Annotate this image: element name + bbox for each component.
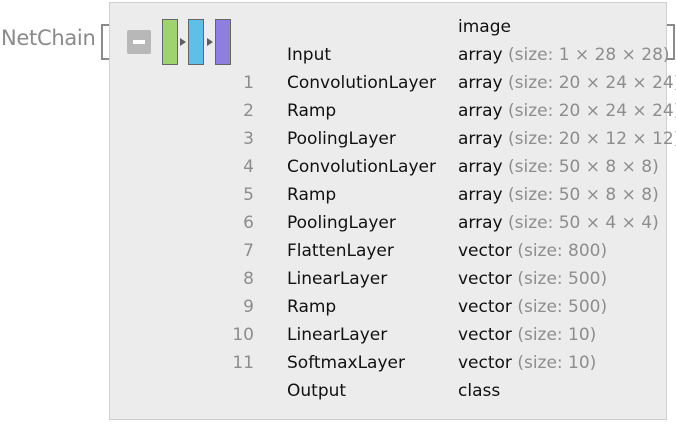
table-row: 9 Ramp vector (size: 500) [0,297,676,321]
layer-index: 2 [243,101,254,121]
header-type: image [458,17,511,37]
layer-output-size: (size: 20 × 12 × 12) [502,129,676,149]
summary-panel [109,2,667,420]
layer-index: 4 [243,157,254,177]
layer-name: Ramp [287,101,337,121]
table-row: 7 FlattenLayer vector (size: 800) [0,241,676,265]
table-row: Input array (size: 1 × 28 × 28) [0,45,676,69]
layer-output-type: array (size: 50 × 8 × 8) [458,185,659,205]
layer-name: ConvolutionLayer [287,73,436,93]
table-row: 3 PoolingLayer array (size: 20 × 12 × 12) [0,129,676,153]
layer-name: SoftmaxLayer [287,353,405,373]
layer-output-type: array (size: 20 × 24 × 24) [458,73,676,93]
layer-block-2[interactable] [188,19,204,65]
table-row: 1 ConvolutionLayer array (size: 20 × 24 × … [0,73,676,97]
layer-block-1[interactable] [162,19,178,65]
layer-output-type: vector (size: 10) [458,325,597,345]
layer-output-size: (size: 50 × 8 × 8) [502,185,659,205]
layer-name: LinearLayer [287,269,388,289]
layer-output-size: (size: 20 × 24 × 24) [502,101,676,121]
layer-output-size: (size: 50 × 4 × 4) [502,213,659,233]
table-row: 11 SoftmaxLayer vector (size: 10) [0,353,676,377]
layer-output-type: array (size: 1 × 28 × 28) [458,45,670,65]
layer-output-type: array (size: 20 × 24 × 24) [458,101,676,121]
table-row: 4 ConvolutionLayer array (size: 50 × 8 × 8… [0,157,676,181]
layer-name: Output [287,381,347,401]
layer-output-size: (size: 10) [511,325,597,345]
layer-index: 11 [232,353,254,373]
layer-output-type: array (size: 50 × 4 × 4) [458,213,659,233]
layer-output-type: vector (size: 10) [458,353,597,373]
minus-icon [133,40,145,44]
layer-output-size: (size: 50 × 8 × 8) [502,157,659,177]
layer-name: Ramp [287,297,337,317]
table-row: 8 LinearLayer vector (size: 500) [0,269,676,293]
collapse-button[interactable] [127,30,151,54]
arrow-icon [207,38,213,46]
layer-index: 9 [243,297,254,317]
layer-index: 6 [243,213,254,233]
layer-output-size: (size: 20 × 24 × 24) [502,73,676,93]
layer-output-type: array (size: 50 × 8 × 8) [458,157,659,177]
arrow-icon [180,38,186,46]
layer-name: LinearLayer [287,325,388,345]
layer-output-type: vector (size: 500) [458,269,608,289]
layer-output-type: class [458,381,501,401]
layer-output-size: (size: 800) [511,241,608,261]
layer-name: Ramp [287,185,337,205]
layer-name: PoolingLayer [287,129,396,149]
right-bracket [667,24,675,60]
layer-index: 5 [243,185,254,205]
layer-block-3[interactable] [215,19,231,65]
layer-index: 7 [243,241,254,261]
header-row: image [0,17,676,41]
table-row: 6 PoolingLayer array (size: 50 × 4 × 4) [0,213,676,237]
layer-output-type: vector (size: 500) [458,297,608,317]
layer-output-type: array (size: 20 × 12 × 12) [458,129,676,149]
layer-name: Input [287,45,332,65]
layer-output-size: (size: 500) [511,269,608,289]
left-bracket [101,24,109,60]
layer-index: 10 [232,325,254,345]
head-label: NetChain [1,26,96,50]
layer-output-size: (size: 10) [511,353,597,373]
layer-index: 1 [243,73,254,93]
layer-name: PoolingLayer [287,213,396,233]
layer-output-size: (size: 1 × 28 × 28) [502,45,670,65]
layer-name: FlattenLayer [287,241,394,261]
layer-output-type: vector (size: 800) [458,241,608,261]
layer-index: 3 [243,129,254,149]
layer-name: ConvolutionLayer [287,157,436,177]
table-row: Output class [0,381,676,405]
table-row: 10 LinearLayer vector (size: 10) [0,325,676,349]
table-row: 5 Ramp array (size: 50 × 8 × 8) [0,185,676,209]
layer-output-size: (size: 500) [511,297,608,317]
table-row: 2 Ramp array (size: 20 × 24 × 24) [0,101,676,125]
layer-index: 8 [243,269,254,289]
